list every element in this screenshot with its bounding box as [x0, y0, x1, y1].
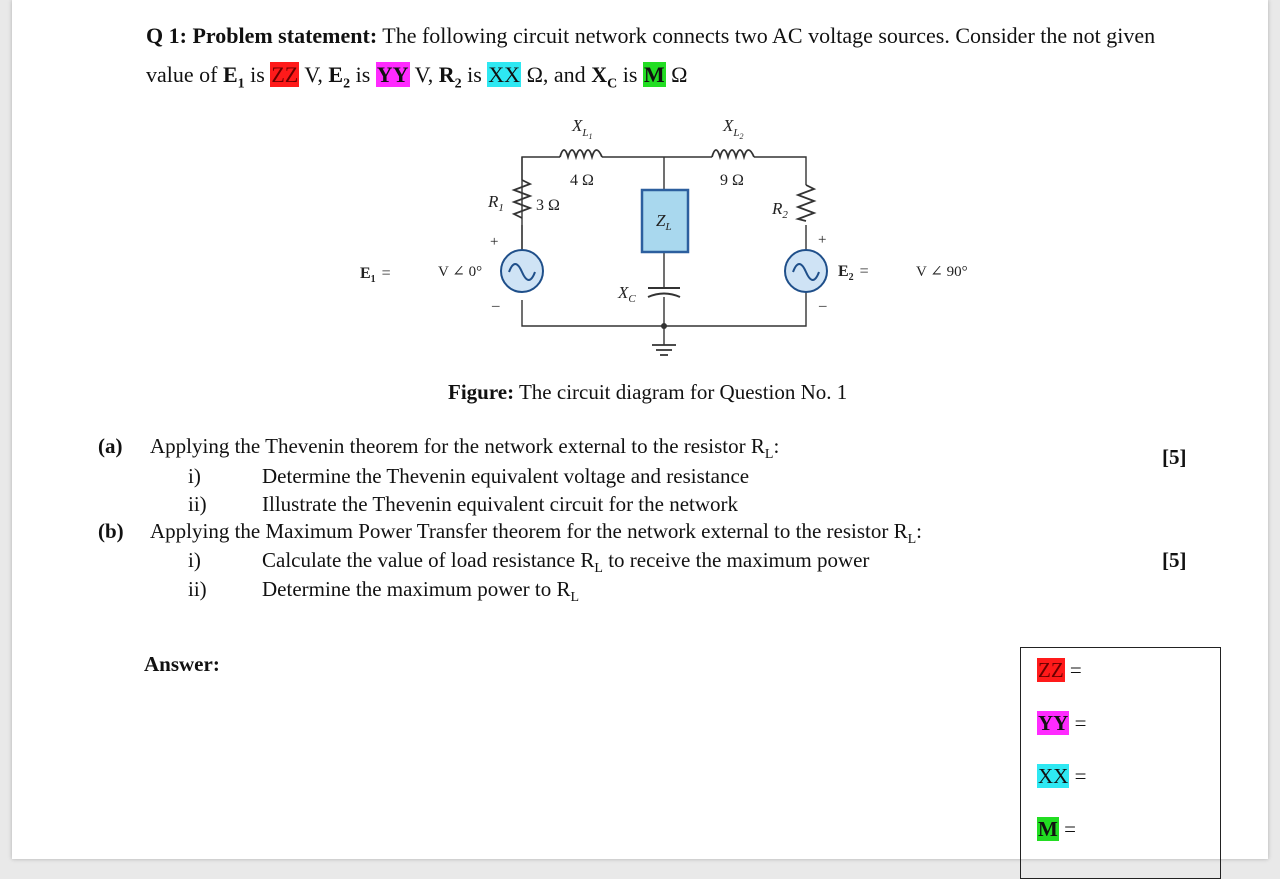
- subscript: L: [570, 590, 580, 606]
- capacitor-plate-bottom: [647, 292, 681, 298]
- answer-row-zz: ZZ =: [1037, 658, 1082, 683]
- e1-plus: +: [490, 234, 498, 250]
- e1-symbol: E: [222, 62, 238, 87]
- r2-label: R2: [771, 199, 788, 221]
- caption-text: The circuit diagram for Question No. 1: [514, 380, 848, 404]
- e1-value: V ∠ 0°: [438, 264, 482, 280]
- e1-label: E1=: [360, 265, 391, 285]
- part-b-item-num: i): [188, 548, 201, 572]
- zl-label: ZL: [656, 211, 672, 233]
- document-page: Q 1: Problem statement: The following ci…: [12, 0, 1268, 879]
- e2-label: E2=: [838, 263, 869, 283]
- xl2-value: 9 Ω: [720, 172, 744, 189]
- e1-minus: –: [491, 298, 500, 314]
- text-fragment: is: [461, 62, 488, 87]
- text-fragment: Determine the maximum power to R: [262, 577, 571, 601]
- text-fragment: V,: [299, 62, 329, 87]
- e1-subscript: 1: [237, 76, 245, 92]
- part-a-item-text: Determine the Thevenin equivalent voltag…: [262, 464, 750, 488]
- part-b-item-text: Calculate the value of load resistance R…: [262, 548, 869, 577]
- right-top-wire: [754, 156, 807, 185]
- zz-highlight: ZZ: [1037, 658, 1065, 682]
- part-b-text: Applying the Maximum Power Transfer theo…: [150, 519, 922, 548]
- text-fragment: is: [244, 62, 271, 87]
- answer-label: Answer:: [144, 652, 220, 676]
- caption-label: Figure:: [448, 380, 515, 404]
- part-b-marks: [5]: [1162, 548, 1187, 572]
- part-b-label: (b): [98, 519, 124, 543]
- resistor-r1: [511, 179, 533, 219]
- part-a-marks: [5]: [1162, 445, 1187, 469]
- xc-subscript: C: [607, 76, 618, 92]
- text-fragment: Applying the Thevenin theorem for the ne…: [150, 434, 765, 458]
- subscript: L: [594, 561, 603, 577]
- xx-highlight: XX: [487, 62, 522, 87]
- junction-dot: [661, 323, 667, 329]
- r2-symbol: R: [438, 62, 455, 87]
- problem-text: The following circuit network connects t…: [382, 23, 1156, 48]
- zl-box: [640, 188, 690, 254]
- sine-icon: [508, 263, 536, 281]
- text-fragment: :: [916, 519, 923, 543]
- text-fragment: Ω, and: [521, 62, 592, 87]
- part-a-item-text: Illustrate the Thevenin equivalent circu…: [262, 492, 739, 516]
- equals-sign: =: [1069, 658, 1082, 682]
- text-fragment: Applying the Maximum Power Transfer theo…: [150, 519, 908, 543]
- part-a-item-num: ii): [188, 492, 207, 516]
- part-a-text: Applying the Thevenin theorem for the ne…: [150, 434, 779, 463]
- text-fragment: Calculate the value of load resistance R: [262, 548, 595, 572]
- problem-label: Q 1: Problem statement:: [146, 23, 378, 48]
- text-fragment: is: [617, 62, 643, 87]
- yy-highlight: YY: [375, 62, 410, 87]
- xl1-label: XL1: [571, 116, 593, 141]
- m-highlight: M: [1037, 817, 1059, 841]
- inductor-xl2: [711, 149, 755, 161]
- text-fragment: :: [773, 434, 780, 458]
- xc-label: XC: [617, 283, 636, 305]
- subscript: L: [764, 447, 774, 463]
- inductor-xl1: [559, 149, 603, 161]
- text-fragment: V,: [409, 62, 439, 87]
- xx-highlight: XX: [1037, 764, 1070, 788]
- equals-sign: =: [1074, 764, 1087, 788]
- e2-symbol: E: [328, 62, 344, 87]
- problem-statement-line1: Q 1: Problem statement: The following ci…: [146, 25, 1155, 47]
- text-fragment: Ω: [665, 62, 688, 87]
- part-b-item-num: ii): [188, 577, 207, 601]
- xl2-label: XL2: [722, 116, 744, 141]
- text-fragment: to receive the maximum power: [602, 548, 870, 572]
- equals-sign: =: [1074, 711, 1087, 735]
- zz-highlight: ZZ: [270, 62, 300, 87]
- e2-minus: –: [818, 298, 827, 314]
- r1-value: 3 Ω: [536, 197, 560, 214]
- xc-symbol: X: [591, 62, 608, 87]
- equals-sign: =: [1064, 817, 1076, 841]
- answer-row-yy: YY =: [1037, 711, 1086, 736]
- e2-plus: +: [818, 232, 826, 248]
- problem-statement-line2: value of E1 is ZZ V, E2 is YY V, R2 is X…: [146, 62, 688, 95]
- text-fragment: value of: [146, 62, 223, 87]
- part-a-label: (a): [98, 434, 123, 458]
- r1-label: R1: [487, 192, 504, 214]
- sine-icon: [792, 263, 820, 281]
- part-b-item-text: Determine the maximum power to RL: [262, 577, 579, 606]
- e2-subscript: 2: [343, 76, 351, 92]
- m-highlight: M: [642, 62, 666, 87]
- part-a-item-num: i): [188, 464, 201, 488]
- subscript: L: [907, 532, 917, 548]
- r2-subscript: 2: [454, 76, 462, 92]
- circuit-diagram: XL1 4 Ω XL2 9 Ω R1 3 Ω R2 ZL XC E1= V ∠ …: [360, 116, 968, 356]
- answer-row-m: M =: [1037, 817, 1076, 842]
- ground-symbol: [652, 344, 676, 356]
- xl1-value: 4 Ω: [570, 172, 594, 189]
- figure-caption: Figure: The circuit diagram for Question…: [448, 380, 847, 405]
- yy-highlight: YY: [1037, 711, 1070, 735]
- answer-box: ZZ = YY = XX = M =: [1020, 647, 1221, 879]
- text-fragment: is: [350, 62, 376, 87]
- resistor-r2: [794, 184, 817, 222]
- answer-row-xx: XX =: [1037, 764, 1086, 789]
- e2-value: V ∠ 90°: [916, 264, 968, 280]
